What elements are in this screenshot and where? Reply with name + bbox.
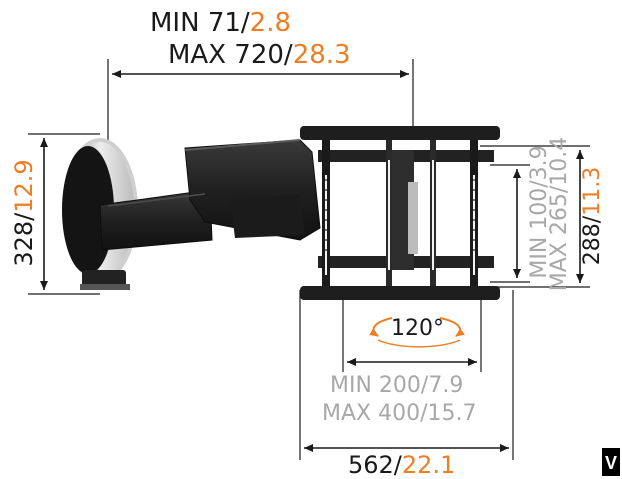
right-mm: 288/: [580, 215, 605, 266]
right-in: 11.3: [580, 166, 605, 216]
top-min-in: 2.8: [249, 8, 292, 38]
bracket-min-mm: MIN 200/: [330, 373, 429, 398]
bottom-mm: 562/: [348, 451, 402, 479]
mount-arm: [99, 139, 321, 251]
brand-logo: V: [602, 448, 620, 476]
bracket-max-mm: MAX 400/: [322, 401, 428, 426]
bracket-min-label: MIN 200/7.9: [330, 375, 463, 397]
bottom-in: 22.1: [401, 451, 456, 479]
svg-text:V: V: [605, 453, 617, 473]
bracket-min-in: 7.9: [428, 373, 464, 398]
top-min-label: MIN 71/2.8: [150, 10, 291, 36]
top-max-mm: MAX 720/: [168, 40, 293, 70]
left-in: 12.9: [10, 159, 38, 213]
left-mm: 328/: [10, 212, 38, 267]
top-max-label: MAX 720/28.3: [168, 42, 351, 68]
bottom-width-label: 562/22.1: [348, 453, 455, 477]
tv-bracket: [300, 126, 500, 300]
rotation-label: 120°: [391, 316, 444, 341]
bracket-max-in: 15.7: [427, 401, 477, 426]
rotation-arrows: [369, 317, 465, 348]
right-height-label: 288/11.3: [580, 161, 605, 271]
right-max-label: MAX 265/10.4: [547, 136, 572, 292]
left-height-label: 328/12.9: [10, 158, 38, 268]
dimension-lines: [28, 59, 590, 460]
bracket-max-label: MAX 400/15.7: [322, 403, 476, 425]
top-max-in: 28.3: [292, 40, 351, 70]
top-min-mm: MIN 71/: [150, 8, 250, 38]
